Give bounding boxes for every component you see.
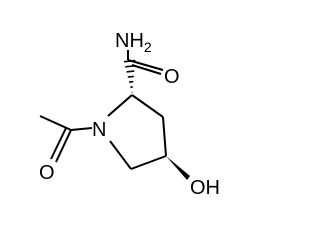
bond-n-calpha xyxy=(107,94,133,117)
bond-carbonyl-c-o-outer xyxy=(127,59,164,71)
bond-n-acetyl-c xyxy=(70,127,93,131)
bond-acetyl-c-methyl xyxy=(39,115,72,131)
amide-oxygen-label: O xyxy=(164,66,180,88)
bond-cdelta-n xyxy=(109,140,132,170)
structural-diagram: NH2 O N O OH xyxy=(39,30,220,199)
bond-acetyl-c-o-2 xyxy=(50,127,67,160)
ring-nitrogen-label: N xyxy=(92,119,106,141)
solid-wedge-bond-hydroxyl xyxy=(166,156,190,180)
amide-nh2-label: NH2 xyxy=(115,30,152,55)
bond-calpha-cbeta xyxy=(131,94,164,118)
bond-cbeta-cgamma xyxy=(162,116,167,157)
bond-carbonyl-c-o-inner xyxy=(131,64,162,75)
bond-acetyl-c-o-1 xyxy=(55,129,72,163)
bond-cgamma-cdelta xyxy=(130,155,167,170)
hydroxyl-label: OH xyxy=(190,177,220,199)
acetyl-oxygen-label: O xyxy=(39,162,55,184)
